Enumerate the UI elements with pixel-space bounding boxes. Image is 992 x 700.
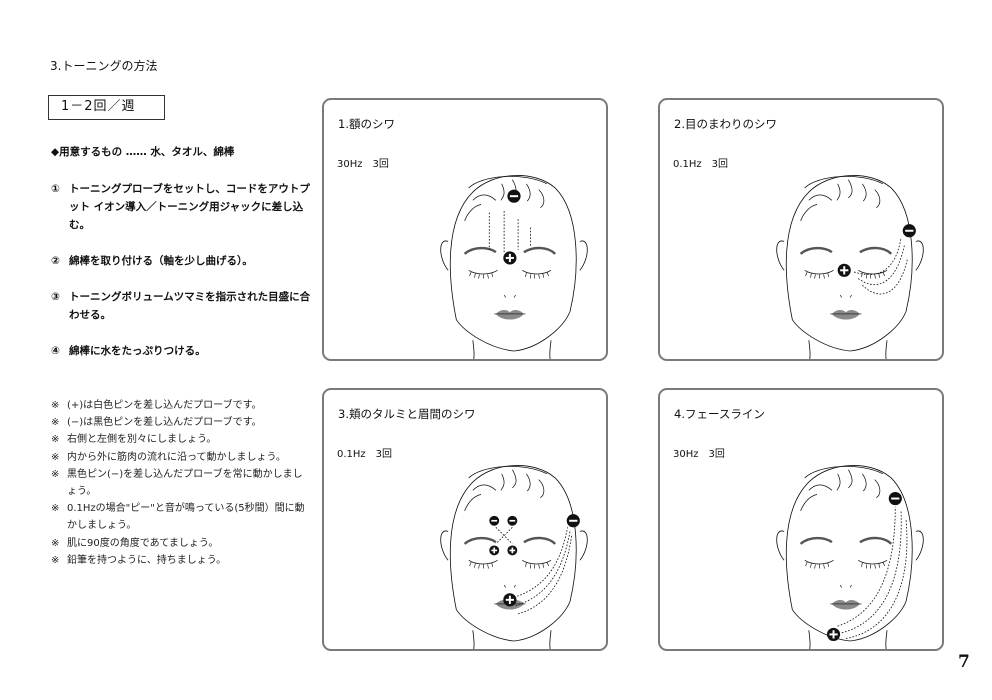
minus-electrode-icon — [566, 514, 580, 528]
panel-title: 4.フェースライン — [674, 407, 765, 421]
note-item: ※0.1Hzの場合"ピー"と音が鳴っている(5秒間）間に動かしましょう。 — [51, 503, 305, 532]
note-item: ※(+)は白色ピンを差し込んだプローブです。 — [51, 400, 262, 411]
minus-electrode-icon — [489, 515, 500, 526]
notes-list: ※(+)は白色ピンを差し込んだプローブです。 ※(−)は黒色ピンを差し込んだプロ… — [51, 397, 311, 569]
note-item: ※黒色ピン(−)を差し込んだプローブを常に動かしましょう。 — [51, 468, 303, 498]
note-item: ※右側と左側を別々にしましょう。 — [51, 434, 217, 446]
plus-electrode-icon — [503, 251, 517, 265]
minus-electrode-icon — [888, 491, 902, 506]
panel-eye-wrinkles: 2.目のまわりのシワ 0.1Hz 3回 — [658, 98, 944, 361]
minus-electrode-icon — [507, 189, 521, 203]
plus-electrode-icon — [489, 545, 500, 556]
plus-electrode-icon — [503, 593, 517, 607]
panel-forehead-wrinkles: 1.額のシワ 30Hz 3回 — [322, 98, 608, 361]
minus-electrode-icon — [902, 224, 916, 238]
section-title: 3.トーニングの方法 — [50, 59, 158, 73]
panel-setting: 30Hz 3回 — [337, 159, 389, 170]
panel-title: 1.額のシワ — [338, 117, 395, 131]
page-number: 7 — [958, 652, 970, 672]
panel-title: 3.頬のタルミと眉間のシワ — [338, 407, 476, 421]
face-illustration — [775, 174, 925, 359]
minus-electrode-icon — [507, 515, 518, 526]
panel-setting: 0.1Hz 3回 — [337, 449, 393, 460]
panel-setting: 30Hz 3回 — [673, 449, 725, 460]
plus-electrode-icon — [826, 627, 841, 641]
note-item: ※鉛筆を持つように、持ちましょう。 — [51, 554, 227, 566]
plus-electrode-icon — [507, 545, 518, 556]
frequency-box: 1－2回／週 — [48, 95, 165, 120]
face-illustration — [775, 464, 925, 649]
note-item: ※肌に90度の角度であてましょう。 — [51, 537, 219, 549]
note-item: ※(−)は黒色ピンを差し込んだプローブです。 — [51, 417, 262, 429]
plus-electrode-icon — [837, 263, 851, 277]
note-item: ※内から外に筋肉の流れに沿って動かしましょう。 — [51, 451, 286, 463]
supplies-line: ◆用意するもの …… 水、タオル、綿棒 — [51, 146, 235, 158]
face-illustration — [439, 464, 589, 649]
panel-cheek-sag-and-glabella: 3.頬のタルミと眉間のシワ 0.1Hz 3回 — [322, 388, 608, 651]
face-illustration — [439, 174, 589, 359]
panel-title: 2.目のまわりのシワ — [674, 117, 777, 131]
panel-face-line: 4.フェースライン 30Hz 3回 — [658, 388, 944, 651]
panel-setting: 0.1Hz 3回 — [673, 159, 729, 170]
